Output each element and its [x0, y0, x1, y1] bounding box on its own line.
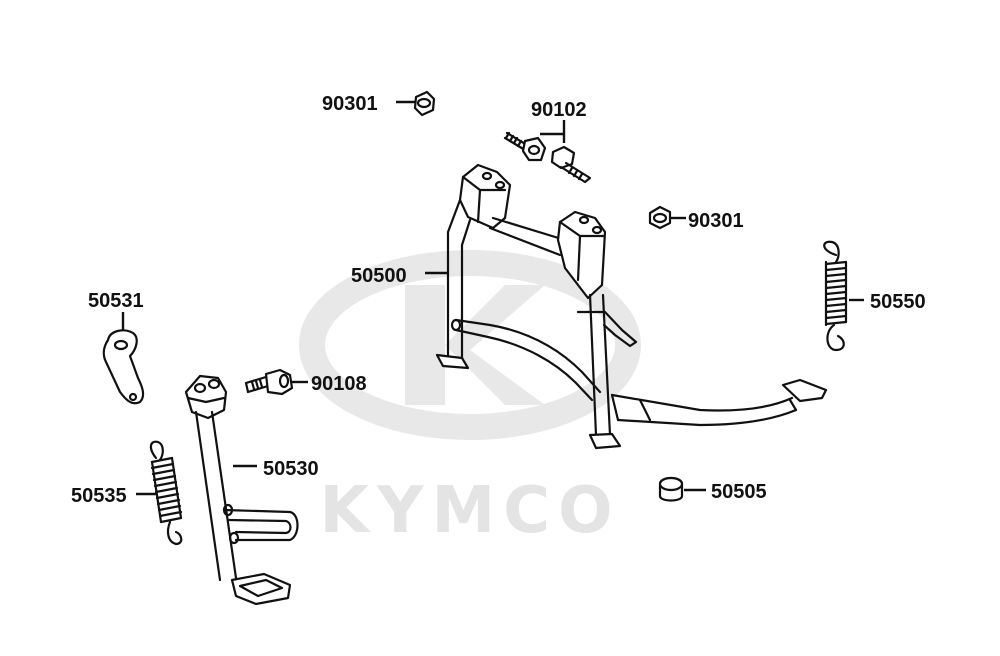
stopper-50505-icon[interactable] — [658, 476, 706, 502]
nut-90301-top-icon[interactable] — [396, 90, 436, 117]
label-90108: 90108 — [311, 373, 367, 395]
pivot-bolt-90108-icon[interactable] — [244, 368, 308, 396]
bolt-pair-90102-icon[interactable] — [503, 120, 592, 184]
watermark-logo: KYMCO — [299, 250, 641, 548]
label-90301-right: 90301 — [688, 210, 744, 232]
label-50505: 50505 — [711, 481, 767, 503]
label-50535: 50535 — [71, 485, 127, 507]
bracket-50531-icon[interactable] — [102, 312, 145, 405]
watermark-brand-text: KYMCO — [320, 474, 621, 548]
side-stand-50530-icon[interactable] — [184, 374, 299, 606]
spring-50550-icon[interactable] — [823, 240, 864, 352]
label-50500: 50500 — [351, 265, 407, 287]
label-90102: 90102 — [531, 99, 587, 121]
nut-90301-right-icon[interactable] — [648, 205, 686, 230]
main-stand-50500-icon[interactable] — [425, 163, 828, 450]
label-50531: 50531 — [88, 290, 144, 312]
label-50530: 50530 — [263, 458, 319, 480]
spring-50535-icon[interactable] — [136, 440, 183, 546]
label-90301-top: 90301 — [322, 93, 378, 115]
label-50550: 50550 — [870, 291, 926, 313]
